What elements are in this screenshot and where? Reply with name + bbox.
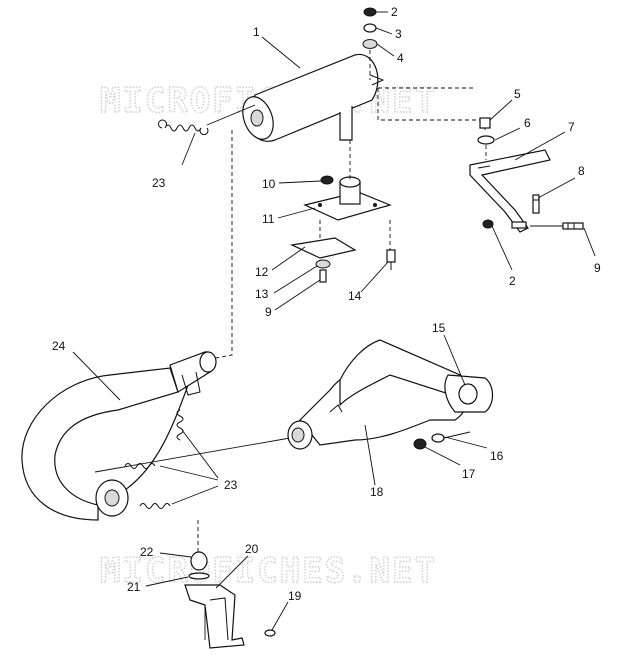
muffler bbox=[242, 53, 385, 142]
exhaust-manifold bbox=[287, 339, 467, 450]
mount-bracket bbox=[469, 149, 551, 233]
callout-1: 1 bbox=[253, 25, 260, 39]
callout-6: 6 bbox=[524, 116, 531, 130]
callout-24: 24 bbox=[52, 339, 66, 353]
expansion-chamber bbox=[21, 351, 217, 521]
callout-23-top: 23 bbox=[152, 176, 166, 190]
watermark-bottom: MICROFICHES.NET bbox=[100, 551, 437, 591]
bolt-8 bbox=[532, 194, 540, 214]
bolt-14 bbox=[386, 220, 396, 270]
callout-12: 12 bbox=[255, 265, 269, 279]
callout-23-mid: 23 bbox=[224, 478, 238, 492]
callout-16: 16 bbox=[490, 449, 504, 463]
nut-17 bbox=[413, 438, 427, 450]
callout-7: 7 bbox=[568, 120, 575, 134]
callout-17: 17 bbox=[462, 467, 476, 481]
callout-9-mid: 9 bbox=[265, 305, 272, 319]
callout-3: 3 bbox=[395, 27, 402, 41]
callout-19: 19 bbox=[288, 589, 302, 603]
callout-2: 2 bbox=[391, 5, 398, 19]
callout-21: 21 bbox=[127, 580, 141, 594]
leader-lines bbox=[72, 11, 596, 631]
callout-22: 22 bbox=[140, 545, 154, 559]
spring-top bbox=[158, 104, 256, 136]
callout-20: 20 bbox=[245, 542, 259, 556]
washer-16 bbox=[431, 433, 445, 443]
clip-19 bbox=[264, 629, 276, 637]
lower-bracket bbox=[184, 551, 245, 649]
springs-middle bbox=[124, 409, 219, 509]
callout-2-lower: 2 bbox=[509, 274, 516, 288]
callout-labels: 1 2 3 4 5 6 7 8 9 2 10 11 12 13 9 14 23 … bbox=[52, 5, 601, 603]
callout-18: 18 bbox=[370, 485, 384, 499]
small-bracket-12 bbox=[289, 220, 357, 259]
manifold-gasket bbox=[444, 374, 494, 413]
callout-10: 10 bbox=[262, 177, 276, 191]
callout-9: 9 bbox=[594, 261, 601, 275]
callout-8: 8 bbox=[578, 164, 585, 178]
callout-5: 5 bbox=[514, 87, 521, 101]
nut-10 bbox=[320, 175, 334, 185]
mount-plate bbox=[303, 140, 392, 221]
callout-14: 14 bbox=[348, 289, 362, 303]
callout-15: 15 bbox=[432, 321, 446, 335]
callout-11: 11 bbox=[262, 212, 275, 226]
nut-2-right bbox=[482, 219, 494, 229]
callout-4: 4 bbox=[397, 51, 404, 65]
callout-13: 13 bbox=[255, 287, 269, 301]
bolt-washer-5-6 bbox=[477, 117, 495, 160]
washer-bolt-13-9 bbox=[315, 259, 331, 283]
bolt-9-right bbox=[530, 222, 584, 230]
